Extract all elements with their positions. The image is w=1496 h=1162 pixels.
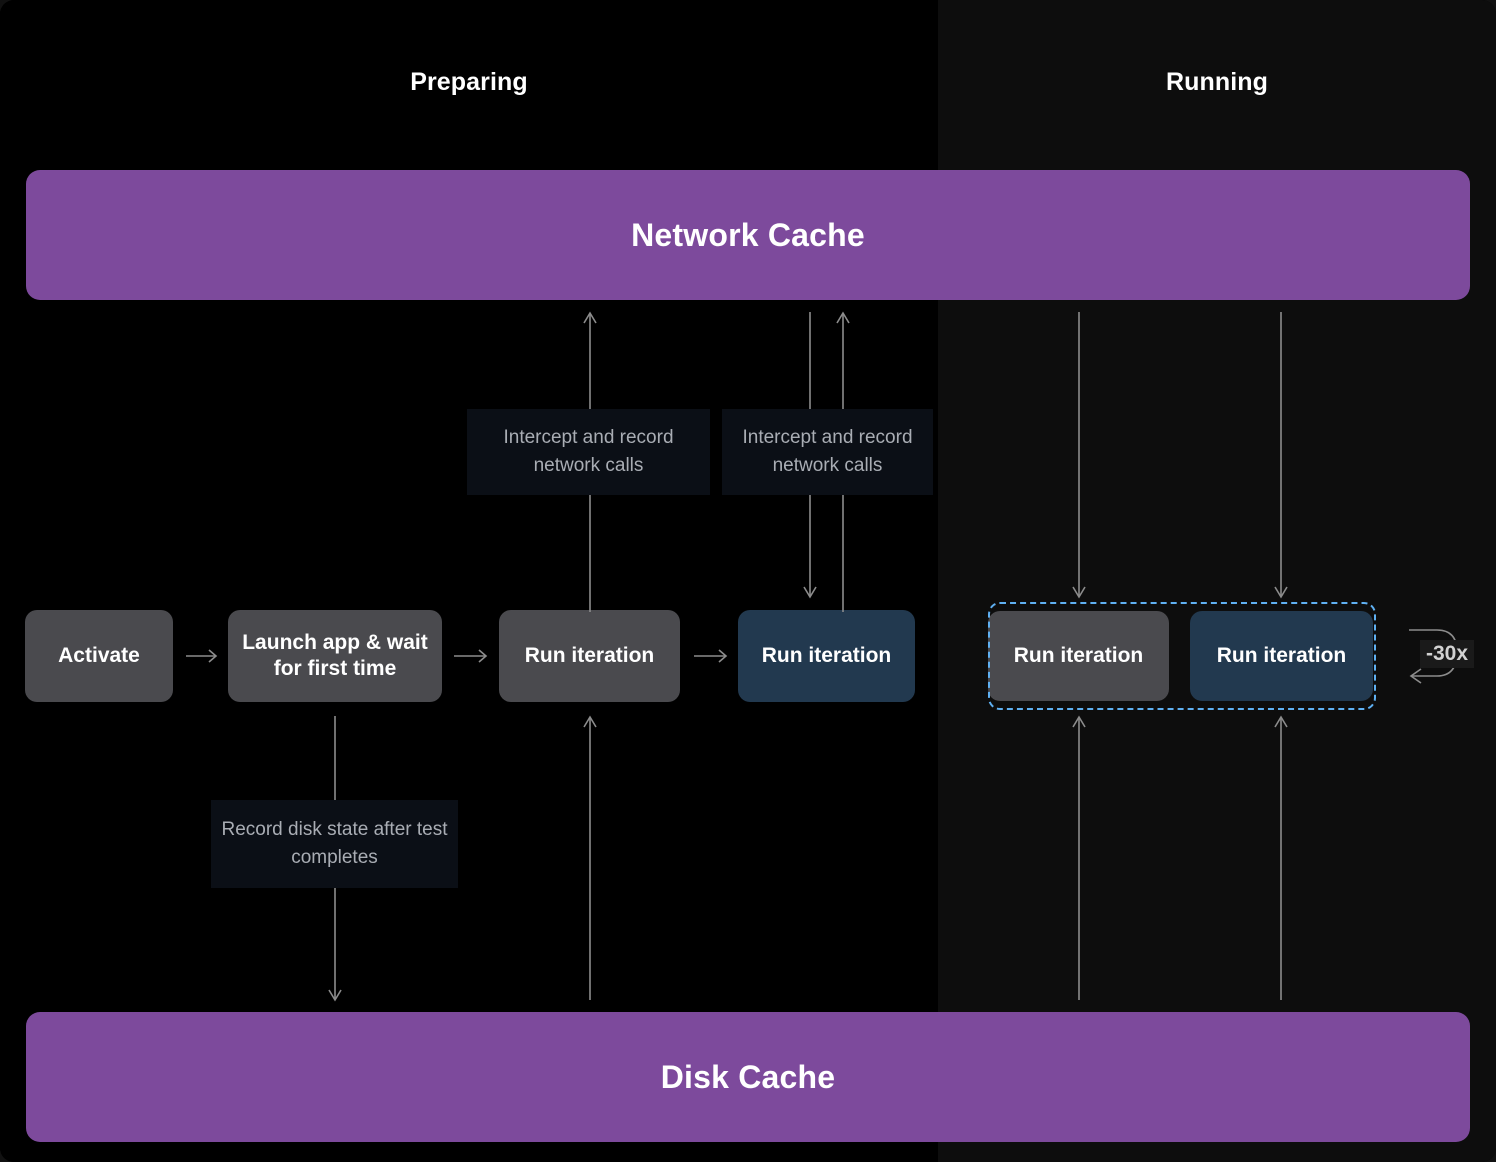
network-cache-bar: Network Cache bbox=[26, 170, 1470, 300]
note-record-disk-state: Record disk state after test completes bbox=[211, 800, 458, 888]
node-run-iteration-running-2[interactable]: Run iteration bbox=[1190, 611, 1373, 701]
node-run-iteration-prep-2[interactable]: Run iteration bbox=[738, 610, 915, 702]
node-activate[interactable]: Activate bbox=[25, 610, 173, 702]
panel-title-preparing: Preparing bbox=[410, 68, 528, 96]
panel-title-running: Running bbox=[1165, 68, 1269, 96]
node-run-iteration-prep-1[interactable]: Run iteration bbox=[499, 610, 680, 702]
node-run-iteration-running-1[interactable]: Run iteration bbox=[988, 611, 1169, 701]
node-launch-app[interactable]: Launch app & wait for first time bbox=[228, 610, 442, 702]
note-intercept-network-calls-2: Intercept and record network calls bbox=[722, 409, 933, 495]
selection-region-running-iterations[interactable] bbox=[988, 602, 1376, 710]
loop-count-label: -30x bbox=[1420, 640, 1475, 668]
disk-cache-bar: Disk Cache bbox=[26, 1012, 1470, 1142]
note-intercept-network-calls-1: Intercept and record network calls bbox=[467, 409, 710, 495]
